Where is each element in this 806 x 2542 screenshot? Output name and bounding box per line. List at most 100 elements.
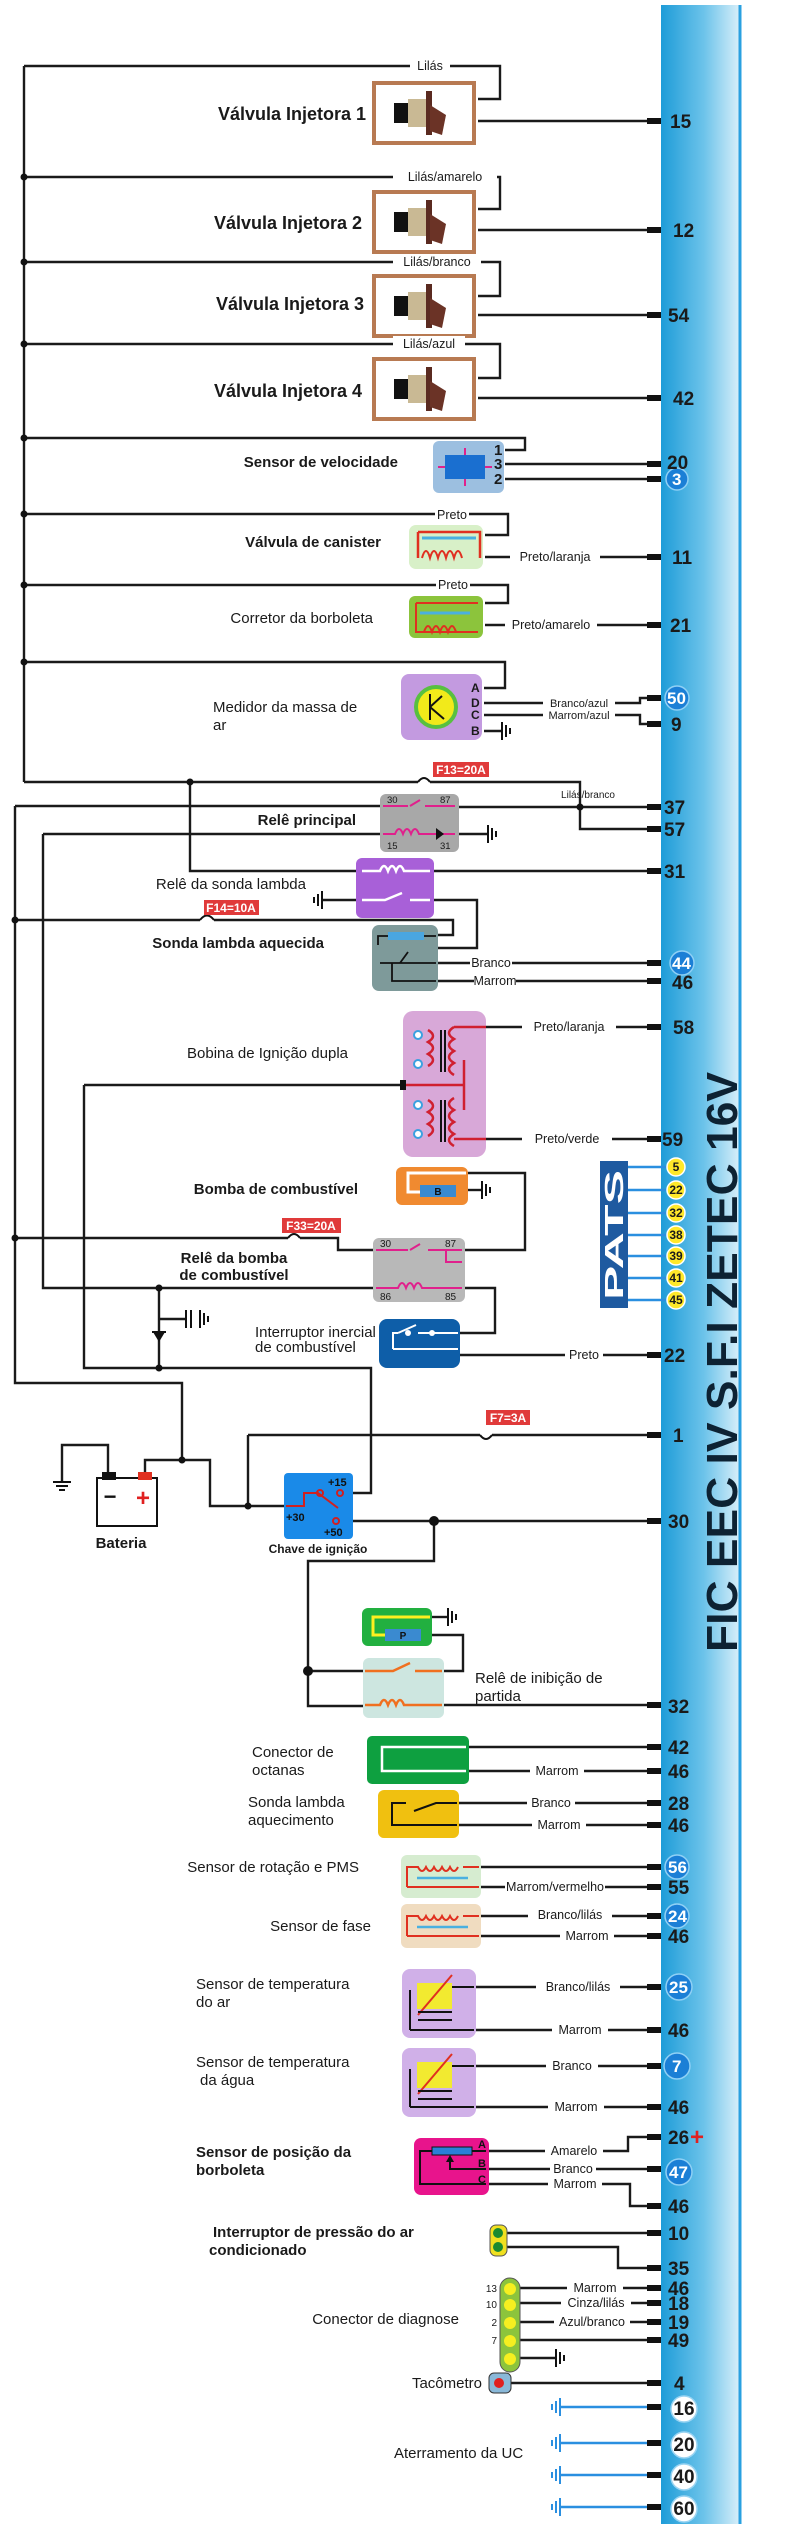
injector-2: Válvula Injetora 2 Lilás/amarelo	[214, 169, 497, 254]
svg-text:Marrom/vermelho: Marrom/vermelho	[506, 1880, 604, 1894]
svg-text:Marrom: Marrom	[473, 974, 516, 988]
pin-22: 22	[664, 1346, 685, 1367]
pin-57: 57	[664, 820, 685, 841]
pin-3: 3	[672, 470, 681, 489]
pin-16: 16	[673, 2399, 694, 2420]
svg-text:Branco: Branco	[471, 956, 511, 970]
pin-46: 46	[672, 973, 693, 994]
pin-49: 49	[668, 2331, 689, 2352]
pin-46: 46	[668, 2279, 689, 2300]
injector-4: Válvula Injetora 4 Lilás/azul	[214, 336, 476, 421]
svg-text:Lilás/amarelo: Lilás/amarelo	[408, 170, 482, 184]
svg-text:P: P	[400, 1631, 407, 1642]
svg-text:C: C	[478, 2174, 486, 2186]
svg-text:F33=20A: F33=20A	[286, 1219, 336, 1233]
pin-46: 46	[668, 1927, 689, 1948]
svg-text:F14=10A: F14=10A	[206, 901, 256, 915]
svg-text:Relê da bomba: Relê da bomba	[181, 1250, 288, 1267]
pin-46: 46	[668, 2021, 689, 2042]
svg-text:Tacômetro: Tacômetro	[412, 2375, 482, 2392]
svg-text:Marrom: Marrom	[554, 2100, 597, 2114]
svg-text:Branco/lilás: Branco/lilás	[538, 1908, 603, 1922]
pin-10: 10	[668, 2224, 689, 2245]
svg-text:Preto/verde: Preto/verde	[535, 1132, 600, 1146]
svg-text:B: B	[471, 724, 480, 738]
pin-26-plus: +	[690, 2124, 704, 2151]
svg-text:Bateria: Bateria	[96, 1535, 148, 1552]
svg-text:Cinza/lilás: Cinza/lilás	[568, 2296, 625, 2310]
svg-text:30: 30	[387, 795, 398, 806]
ecu-pin-labels: 15 12 54 42 20 3 11 21 50 9 37 57 31 44 …	[662, 112, 704, 2520]
svg-text:Válvula Injetora 3: Válvula Injetora 3	[216, 294, 364, 314]
svg-text:Sensor de fase: Sensor de fase	[270, 1918, 371, 1935]
pin-26: 26	[668, 2128, 689, 2149]
svg-text:Preto: Preto	[438, 578, 468, 592]
pin-24: 24	[668, 1907, 687, 1926]
capacitor-icon	[185, 1309, 209, 1329]
svg-text:Medidor da massa de: Medidor da massa de	[213, 699, 357, 716]
svg-text:+50: +50	[324, 1527, 343, 1539]
svg-text:Preto/laranja: Preto/laranja	[520, 550, 591, 564]
svg-text:Marrom: Marrom	[535, 1764, 578, 1778]
svg-text:86: 86	[380, 1292, 392, 1303]
svg-text:Válvula Injetora 4: Válvula Injetora 4	[214, 381, 362, 401]
svg-text:Interruptor de pressão do ar: Interruptor de pressão do ar	[213, 2224, 414, 2241]
pin-44: 44	[672, 954, 691, 973]
svg-text:borboleta: borboleta	[196, 2162, 265, 2179]
svg-text:Azul/branco: Azul/branco	[559, 2315, 625, 2329]
pin-54: 54	[668, 306, 690, 327]
svg-text:7: 7	[491, 2336, 497, 2347]
pin-37: 37	[664, 798, 685, 819]
svg-text:2: 2	[494, 471, 502, 488]
ecu-pin-stubs	[647, 118, 661, 2510]
svg-text:Lilás/azul: Lilás/azul	[403, 337, 455, 351]
svg-text:10: 10	[486, 2300, 498, 2311]
svg-text:Lilás: Lilás	[417, 59, 443, 73]
pin-50: 50	[667, 689, 686, 708]
svg-text:Sensor de temperatura: Sensor de temperatura	[196, 1976, 350, 1993]
pin-42: 42	[673, 389, 694, 410]
svg-text:ar: ar	[213, 717, 226, 734]
pin-20: 20	[667, 453, 688, 474]
svg-text:Lilás/branco: Lilás/branco	[403, 255, 470, 269]
rpm-sensor: Sensor de rotação e PMS Marrom/vermelho	[187, 1855, 605, 1898]
fuse-f7: F7=3A	[479, 1410, 530, 1440]
pin-55: 55	[668, 1878, 690, 1899]
svg-text:+15: +15	[328, 1477, 347, 1489]
svg-text:Marrom: Marrom	[537, 1818, 580, 1832]
svg-text:aquecimento: aquecimento	[248, 1812, 334, 1829]
diode-icon	[152, 1331, 166, 1342]
start-inhibit-relay: Relê de inibição de partida	[363, 1658, 603, 1718]
pin-42b: 42	[668, 1738, 689, 1759]
svg-text:2: 2	[491, 2318, 497, 2329]
pin-11: 11	[672, 548, 693, 569]
svg-text:Marrom: Marrom	[573, 2281, 616, 2295]
ignition-coil: Bobina de Ignição dupla Preto/laranja Pr…	[187, 1011, 616, 1157]
fuel-pump: Bomba de combustível B	[194, 1167, 468, 1205]
pin-4: 4	[674, 2374, 685, 2395]
phase-sensor: Sensor de fase Branco/lilás Marrom	[270, 1904, 614, 1948]
svg-text:Bobina de Ignição dupla: Bobina de Ignição dupla	[187, 1045, 349, 1062]
svg-text:da água: da água	[200, 2072, 255, 2089]
pats-pin: 41	[669, 1271, 683, 1285]
ignition-switch: +15 +30 +50 Chave de ignição	[269, 1473, 367, 1556]
svg-text:Interruptor inercial: Interruptor inercial	[255, 1324, 376, 1341]
svg-text:Sensor de velocidade: Sensor de velocidade	[244, 454, 398, 471]
svg-text:A: A	[471, 681, 480, 695]
svg-text:Marrom: Marrom	[565, 1929, 608, 1943]
svg-text:85: 85	[445, 1292, 457, 1303]
junction-dots	[11, 173, 584, 1676]
svg-text:Sensor de posição da: Sensor de posição da	[196, 2144, 352, 2161]
svg-text:31: 31	[440, 841, 451, 852]
svg-text:Relê da sonda lambda: Relê da sonda lambda	[156, 876, 307, 893]
pin-46: 46	[668, 2197, 689, 2218]
park-switch: P	[362, 1608, 432, 1646]
svg-text:C: C	[471, 708, 480, 722]
svg-text:−: −	[104, 1484, 117, 1509]
svg-text:Preto/laranja: Preto/laranja	[534, 1020, 605, 1034]
battery: − + Bateria	[96, 1472, 158, 1552]
inertia-switch: Interruptor inercial de combustível Pret…	[255, 1319, 603, 1368]
